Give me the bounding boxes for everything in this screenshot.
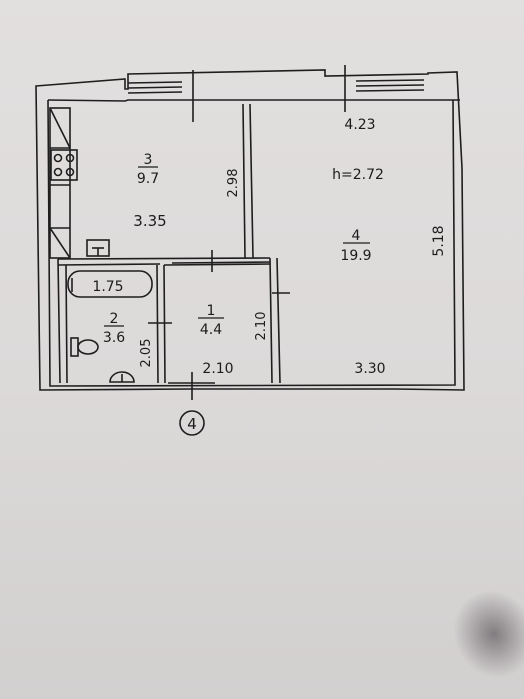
- living-width-top: 4.23: [344, 117, 375, 133]
- partition-bath-hall: [156, 264, 166, 384]
- kitchen-width: 3.35: [133, 212, 166, 230]
- hall-width: 2.10: [202, 361, 233, 377]
- partition-hall-living: [269, 257, 281, 384]
- hall-area: 4.4: [200, 322, 222, 338]
- outer-wall: [35, 69, 465, 391]
- stove-icon: [50, 149, 78, 181]
- bathroom-area: 3.6: [103, 330, 125, 346]
- kitchen-window: [127, 81, 183, 94]
- living-width-bottom: 3.30: [354, 361, 385, 377]
- kitchen-counter: [49, 107, 71, 259]
- living-window: [355, 79, 425, 92]
- bathtub-icon: [67, 270, 153, 298]
- bathroom-number: 2: [110, 311, 119, 327]
- kitchen-area: 9.7: [137, 171, 159, 187]
- hall-depth: 2.10: [254, 312, 269, 341]
- living-number: 4: [352, 228, 361, 244]
- bathroom-width: 1.75: [92, 279, 123, 295]
- partition-kitchen-bottom: [57, 257, 271, 266]
- kitchen-number: 3: [144, 152, 153, 168]
- inner-wall: [47, 99, 460, 102]
- living-depth: 5.18: [431, 225, 447, 256]
- axis-marker-circle: [179, 410, 205, 436]
- toilet-icon: [70, 337, 99, 357]
- sink-icon: [86, 239, 110, 257]
- kitchen-depth: 2.98: [226, 169, 241, 198]
- hall-number: 1: [207, 303, 216, 319]
- basin-icon: [109, 371, 135, 383]
- living-height: h=2.72: [332, 167, 384, 183]
- living-area: 19.9: [340, 248, 371, 264]
- axis-marker-label: 4: [187, 415, 197, 433]
- bathroom-depth: 2.05: [139, 339, 154, 368]
- partition-kitchen-living: [242, 103, 254, 259]
